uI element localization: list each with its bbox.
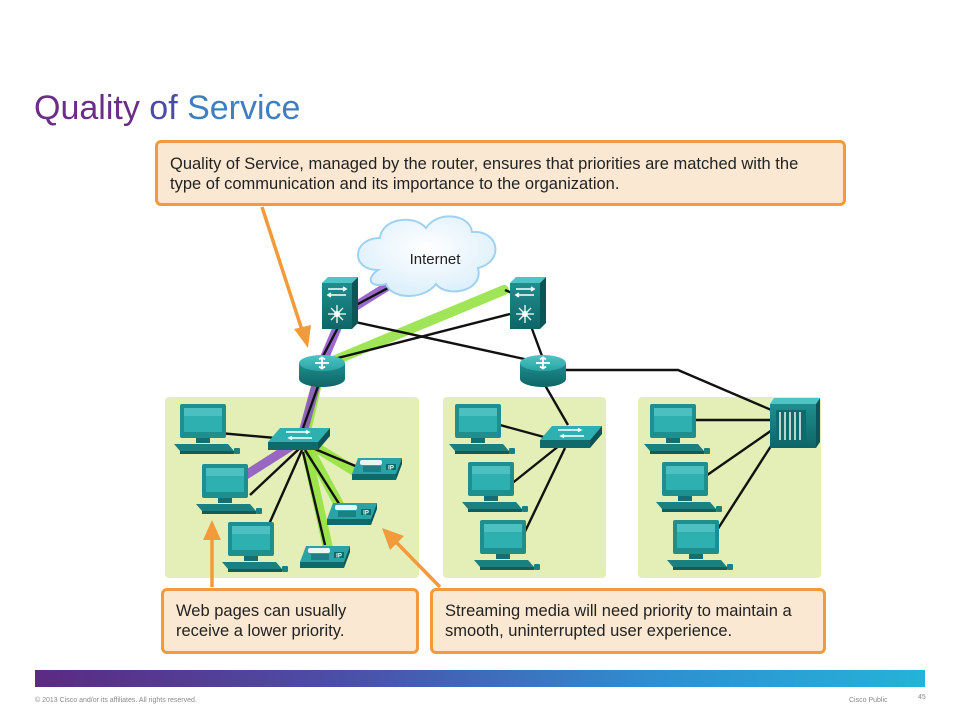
internet-cloud-icon: Internet	[357, 215, 497, 297]
streaming-media-callout: Streaming media will need priority to ma…	[430, 588, 826, 654]
footer-gradient-bar	[35, 670, 925, 687]
streaming-arrowhead-icon	[382, 528, 404, 550]
title-word-quality: Quality	[34, 89, 140, 127]
lan-switch-2-icon	[539, 425, 603, 449]
qos-callout: Quality of Service, managed by the route…	[155, 140, 846, 206]
multilayer-switch-right-icon	[509, 276, 547, 330]
server-icon	[770, 398, 820, 448]
router-right-icon	[519, 354, 567, 388]
ip-phone-1-icon	[352, 458, 402, 480]
web-pages-callout: Web pages can usually receive a lower pr…	[161, 588, 419, 654]
router-left-icon	[298, 354, 346, 388]
qos-arrowhead-icon	[294, 325, 311, 348]
slide-title: Quality of Service	[34, 86, 300, 130]
network-links	[207, 286, 791, 546]
ip-phone-3-icon	[300, 546, 350, 568]
title-word-of: of	[149, 89, 178, 127]
copyright-text: © 2013 Cisco and/or its affiliates. All …	[35, 697, 197, 704]
title-word-service: Service	[187, 89, 301, 127]
lan-switch-1-icon	[267, 427, 331, 451]
internet-label: Internet	[410, 251, 462, 268]
streaming-arrow	[393, 539, 442, 589]
classification-label: Cisco Public	[849, 697, 888, 704]
qos-arrow	[260, 206, 304, 331]
callout-arrows	[203, 206, 442, 589]
web-arrowhead-icon	[203, 520, 221, 540]
ip-phone-2-icon	[327, 503, 377, 525]
page-number: 45	[918, 694, 926, 701]
multilayer-switch-left-icon	[321, 276, 359, 330]
